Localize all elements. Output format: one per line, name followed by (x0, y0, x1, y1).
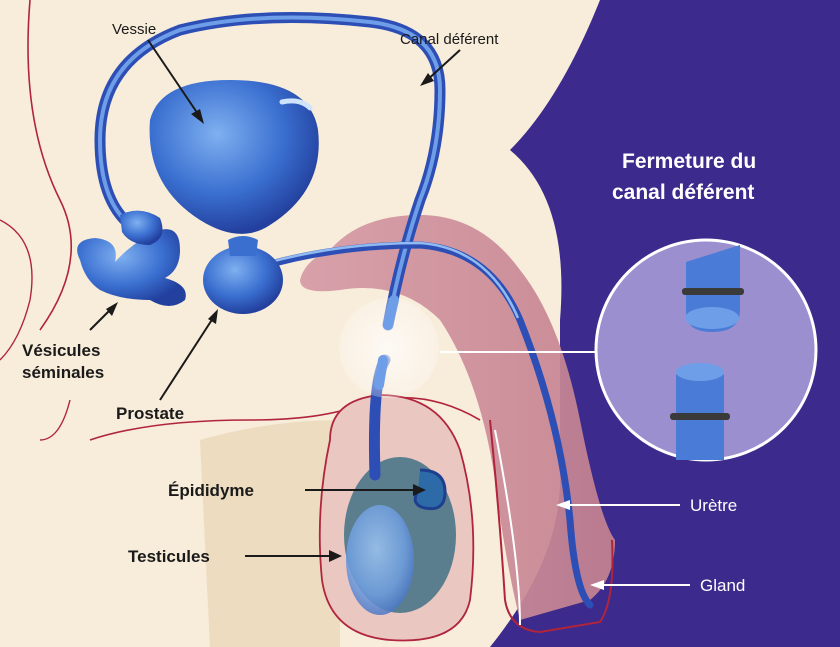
duct-lower-stub (379, 360, 383, 385)
inset-duct-lower-end (676, 363, 724, 381)
label-testicules: Testicules (128, 547, 210, 566)
inset-clip-upper (682, 288, 744, 295)
label-gland: Gland (700, 576, 745, 595)
inset-clip-lower (670, 413, 730, 420)
label-vesicules-line2: séminales (22, 363, 104, 382)
label-vesicules-line1: Vésicules (22, 341, 100, 360)
label-epididyme: Épididyme (168, 481, 254, 500)
label-vessie: Vessie (112, 21, 156, 38)
duct-upper-stub (388, 300, 394, 325)
prostate-gland (203, 246, 283, 314)
testicle-highlight (346, 505, 414, 615)
label-canal-deferent: Canal déférent (400, 31, 499, 48)
label-uretre: Urètre (690, 496, 737, 515)
inset-title-line1: Fermeture du (622, 150, 756, 173)
inset-title-line2: canal déférent (612, 181, 754, 204)
inset-duct-upper-end (685, 307, 739, 329)
label-prostate: Prostate (116, 404, 184, 423)
bladder-neck (228, 236, 258, 256)
